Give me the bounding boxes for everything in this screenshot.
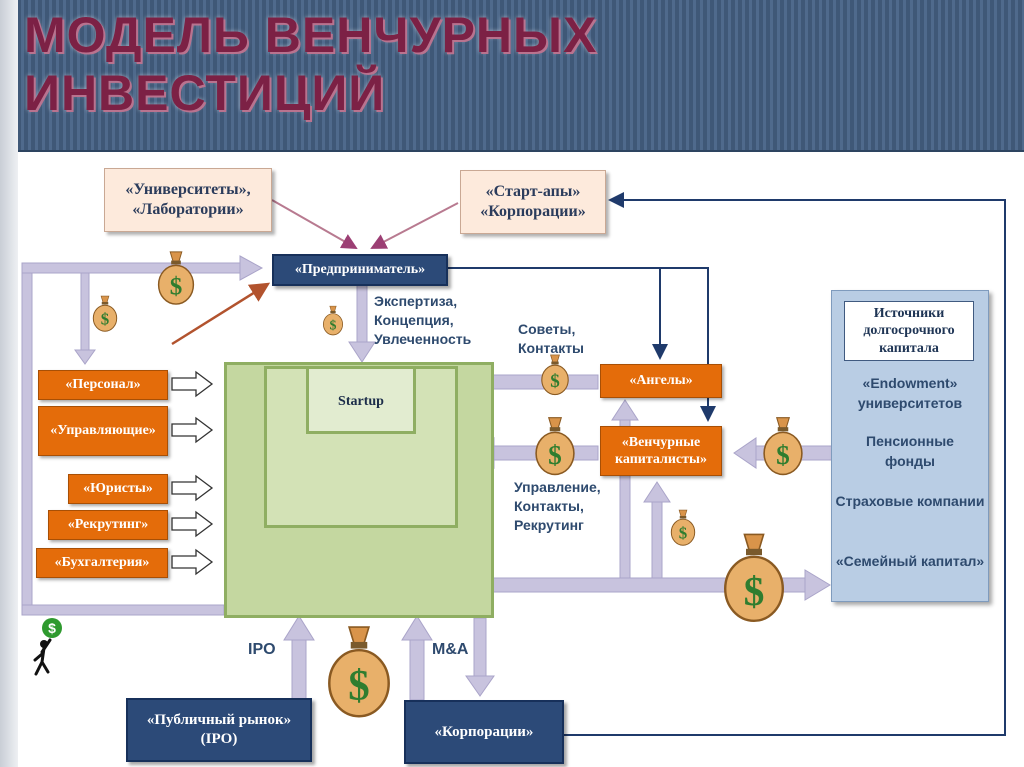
slide-title-line1: МОДЕЛЬ ВЕНЧУРНЫХ — [24, 7, 598, 63]
money-bag-symbol: $ — [330, 318, 337, 333]
resource-accounting: «Бухгалтерия» — [36, 548, 168, 578]
node-startups-corporations: «Старт-апы» «Корпорации» — [460, 170, 606, 234]
running-man-money-symbol: $ — [48, 620, 56, 636]
money-bag-symbol: $ — [348, 663, 369, 710]
money-bag-icon: $ — [670, 509, 696, 546]
slide-header-band — [0, 0, 1024, 152]
node-angels: «Ангелы» — [600, 364, 722, 398]
node-entrepreneur: «Предприниматель» — [272, 254, 448, 286]
sources-panel: Источники долгосрочного капитала «Endowm… — [831, 290, 989, 602]
arrow-startups-entrepreneur — [370, 202, 459, 249]
label-ipo: IPO — [248, 641, 276, 658]
label-ma: M&A — [432, 641, 469, 658]
label-management: Управление, Контакты, Рекрутинг — [514, 479, 601, 533]
slide-left-strip — [0, 0, 18, 767]
resource-recruiting: «Рекрутинг» — [48, 510, 168, 540]
node-public-market: «Публичный рынок» (IPO) — [126, 698, 312, 762]
resource-lawyers: «Юристы» — [68, 474, 168, 504]
money-bag-icon: $ — [92, 295, 118, 332]
money-bag-icon: $ — [323, 305, 343, 336]
slide-title: МОДЕЛЬ ВЕНЧУРНЫХ ИНВЕСТИЦИЙ — [24, 6, 597, 122]
resource-arrows — [171, 370, 214, 576]
money-bag-symbol: $ — [679, 524, 687, 543]
sources-title: Источники долгосрочного капитала — [844, 301, 974, 361]
arrow-resources-entrepreneur — [171, 282, 271, 346]
label-expertise: Экспертиза, Концепция, Увлеченность — [374, 293, 472, 347]
money-bag-icon: $ — [328, 626, 390, 718]
money-bag-icon: $ — [541, 354, 569, 396]
node-venture-capitalists: «Венчурные капиталисты» — [600, 426, 722, 476]
money-bag-icon: $ — [535, 417, 575, 476]
money-bag-icon: $ — [724, 533, 784, 622]
node-startup: Startup — [306, 366, 416, 434]
source-pension-funds: Пенсионные фонды — [866, 433, 954, 469]
source-family-capital: «Семейный капитал» — [835, 553, 985, 569]
resource-managers: «Управляющие» — [38, 406, 168, 456]
money-bag-symbol: $ — [776, 440, 790, 470]
source-insurance: Страховые компании — [835, 493, 985, 509]
money-bag-symbol: $ — [744, 568, 765, 614]
money-bag-symbol: $ — [170, 273, 183, 300]
money-bag-symbol: $ — [548, 440, 562, 470]
resource-personnel: «Персонал» — [38, 370, 168, 400]
slide-title-line2: ИНВЕСТИЦИЙ — [24, 65, 386, 121]
money-bag-icon: $ — [157, 251, 195, 305]
node-universities: «Университеты», «Лаборатории» — [104, 168, 272, 232]
money-bag-symbol: $ — [101, 310, 109, 329]
running-man-money-icon: $ — [33, 618, 62, 676]
node-corporations: «Корпорации» — [404, 700, 564, 764]
money-bag-symbol: $ — [550, 371, 560, 392]
arrow-universities-entrepreneur — [271, 199, 358, 249]
label-advice: Советы, Контакты — [518, 321, 585, 356]
venture-box-middle — [264, 366, 458, 528]
source-endowment: «Endowment» университетов — [857, 375, 963, 411]
money-bag-icon: $ — [763, 417, 803, 476]
